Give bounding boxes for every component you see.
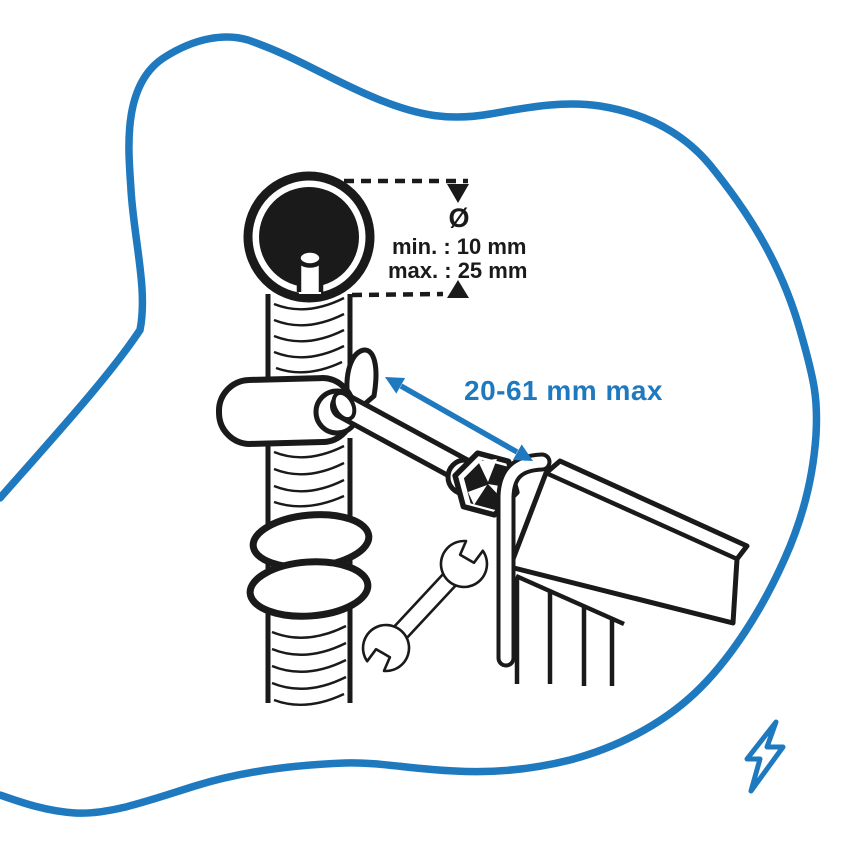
inner-rod-top [296, 248, 324, 268]
range-arrowheads [385, 377, 533, 461]
diameter-label: Ø min. : 10 mm max. : 25 mm [388, 203, 527, 283]
decorative-blob-outline [0, 33, 821, 817]
rod-end-cap [331, 390, 357, 422]
lightning-bolt-icon [744, 719, 786, 794]
gate-frame [507, 458, 750, 686]
pole-top-view [243, 171, 375, 303]
diameter-symbol: Ø [448, 203, 469, 233]
arrow-down [447, 184, 469, 203]
wrench-shaft [392, 571, 458, 641]
gate-top-rail [507, 458, 750, 626]
range-arrowhead-left [385, 377, 406, 394]
range-label-group: 20-61 mm max [464, 375, 663, 406]
illustration [215, 171, 750, 706]
range-label: 20-61 mm max [464, 375, 663, 406]
clamp-wing [344, 347, 379, 411]
diameter-dimension-lines [344, 178, 468, 298]
blob-path [0, 33, 821, 817]
mounting-bracket [496, 452, 552, 668]
gate-bars [514, 573, 625, 686]
arrow-up [447, 280, 469, 298]
diameter-min-label: min. : 10 mm [392, 234, 526, 259]
diameter-dimension-arrows [447, 184, 469, 298]
rubber-rings [246, 511, 373, 620]
threaded-rod [330, 390, 476, 484]
ring-lower [246, 558, 372, 620]
lightning-bolt-shape [744, 719, 786, 794]
wrench-icon [361, 539, 489, 673]
pole-upper-segment [265, 294, 353, 386]
range-arrow [399, 383, 519, 455]
wrench-head-bottom [361, 623, 411, 673]
wrench-head-top [439, 539, 489, 589]
diameter-max-label: max. : 25 mm [388, 258, 527, 283]
hex-nut [445, 450, 520, 518]
range-arrowhead-right [512, 444, 533, 461]
